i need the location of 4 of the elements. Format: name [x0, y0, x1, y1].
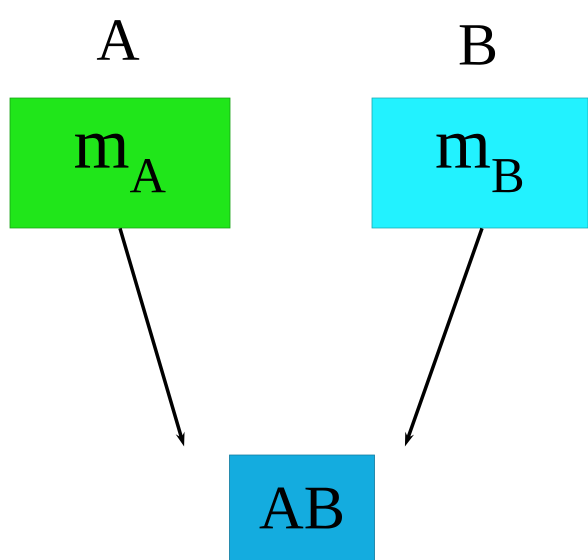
- rectangle-box: AB: [229, 454, 375, 560]
- heading-label: B: [460, 25, 496, 65]
- rectangle-box: m$_{A}$: [10, 98, 230, 228]
- heading-label: A: [96, 20, 140, 60]
